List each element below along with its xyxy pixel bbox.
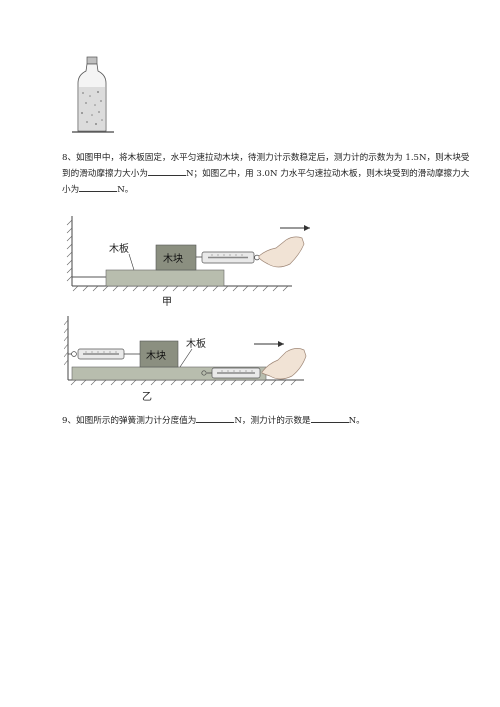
q8-text-3: N。 [117,185,134,195]
q8-answer-blank-2[interactable] [79,182,118,192]
question-8: 8、如图甲中，将木板固定，水平匀速拉动木块，待测力计示数稳定后，测力计的示数为为… [62,150,472,198]
bottle-water [79,87,105,130]
q9-answer-blank-2[interactable] [310,413,349,423]
block-label: 木块 [146,350,166,362]
block-label: 木块 [163,253,183,265]
wooden-board [105,269,225,287]
question-9: 9、如图所示的弹簧测力计分度值为 N，测力计的示数是 N。 [62,413,472,429]
q9-answer-blank-1[interactable] [196,413,235,423]
wooden-block [155,244,197,271]
figure-jia: 木板 木块 甲 [66,216,310,306]
board-label: 木板 [186,337,206,350]
hand [261,348,307,380]
q9-text-2: N，测力计的示数是 [234,416,311,426]
q8-answer-blank-1[interactable] [147,166,186,176]
bottle-figure [72,56,114,133]
bottle-cap [86,56,98,65]
q8-text-1: 8、如图甲中，将木板固定，水平匀速拉动木块，待测力计示数稳定后，测力计的示数为为… [62,153,470,179]
q8-text-2: N；如图乙中，用 3.0N 力水平匀速拉动木板，则木块受到的滑动摩擦力大小为 [62,169,470,195]
q9-text-3: N。 [348,416,365,426]
hand [258,236,305,268]
figure-yi: 木板 木块 乙 [64,316,307,403]
q9-text-1: 9、如图所示的弹簧测力计分度值为 [62,416,197,426]
board-label: 木板 [109,242,129,255]
figure-caption-jia: 甲 [162,297,172,306]
wooden-block [139,340,179,368]
figure-caption-yi: 乙 [142,391,152,403]
